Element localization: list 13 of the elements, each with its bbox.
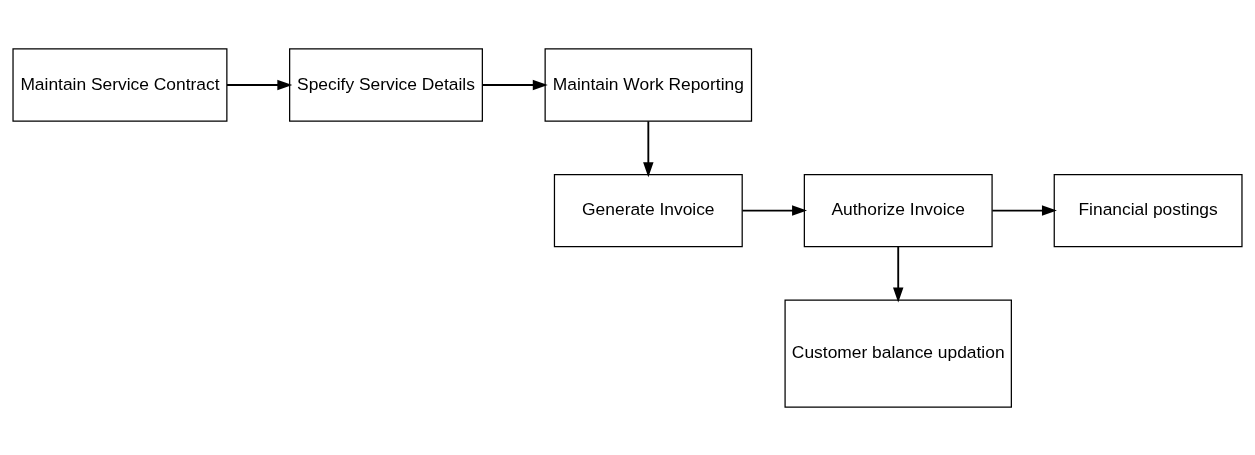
node-box: Customer balance updation — [784, 299, 1012, 408]
arrow — [643, 119, 654, 177]
arrow — [481, 79, 548, 90]
node-box: Financial postings — [1053, 173, 1243, 247]
arrow — [991, 204, 1057, 216]
node-box: Maintain Work Reporting — [544, 47, 753, 122]
node-box: Specify Service Details — [289, 47, 483, 122]
node-box: Authorize Invoice — [803, 173, 993, 247]
node-box: Generate Invoice — [553, 173, 743, 247]
arrow — [893, 245, 904, 302]
node-box: Maintain Service Contract — [12, 47, 228, 122]
arrow — [741, 204, 807, 216]
arrow — [226, 79, 293, 90]
